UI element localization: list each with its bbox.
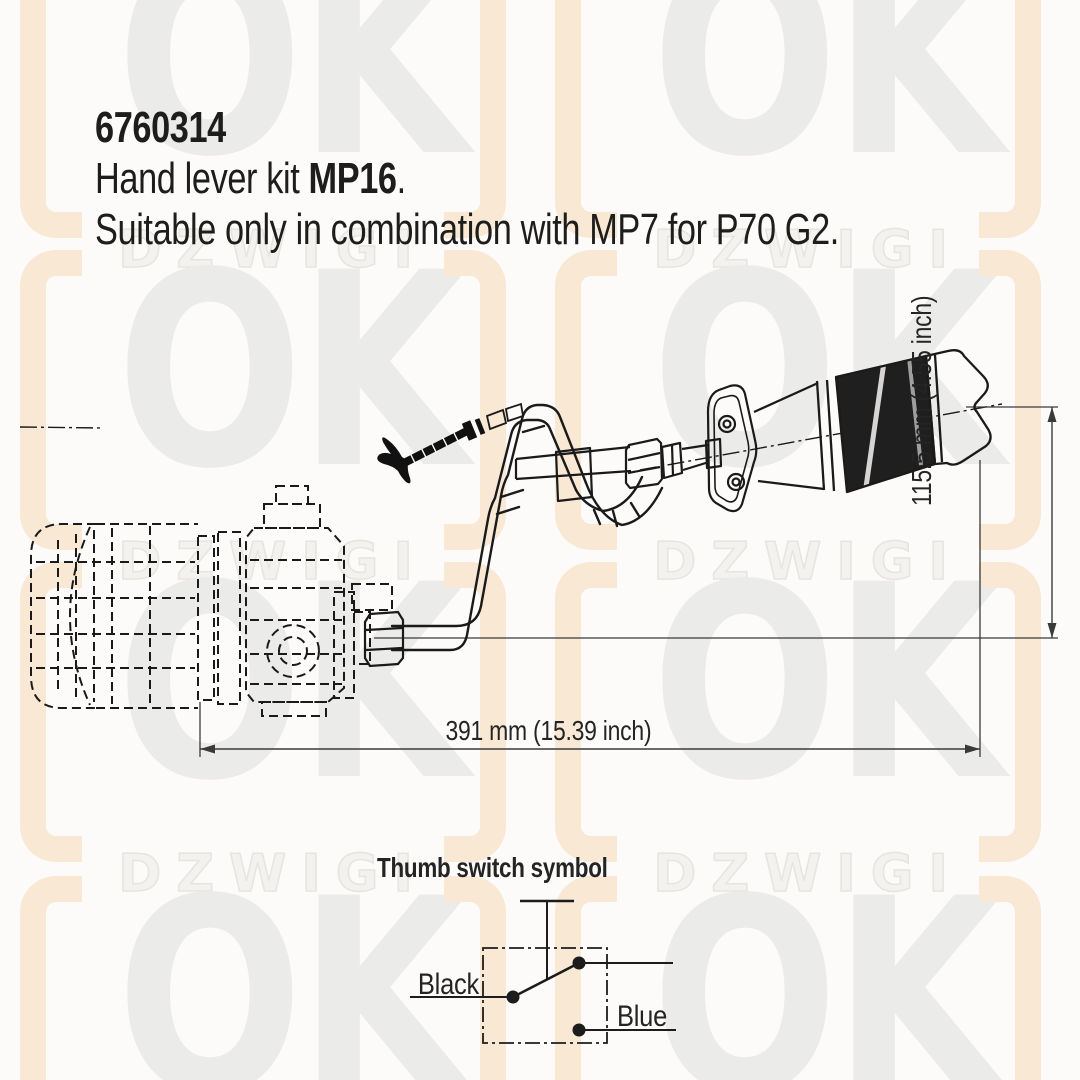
watermark-bracket-right-icon — [979, 0, 1041, 238]
handle-grip — [753, 349, 992, 494]
dimension-length-label: 391 mm (15.39 inch) — [445, 715, 652, 746]
watermark-tile: OK DZWIGI — [555, 848, 1045, 1080]
watermark-brand: OK — [651, 216, 1003, 528]
handle-pivot-plate — [706, 384, 758, 513]
watermark-bracket-right-icon — [979, 250, 1041, 550]
dimension-length — [200, 744, 980, 754]
lever-tube — [390, 403, 664, 652]
wire-label-black: Black — [417, 968, 479, 1001]
wire-label-blue: Blue — [617, 1000, 668, 1033]
watermark-brand: OK — [116, 842, 468, 1080]
switch-contact-bottom — [572, 1023, 586, 1037]
switch-contact-top — [572, 956, 586, 970]
watermark-tile: OK DZWIGI — [20, 848, 510, 1080]
pump-output-fitting — [363, 610, 405, 668]
dimension-height — [1047, 407, 1057, 638]
switch-diagram-title: Thumb switch symbol — [377, 852, 608, 883]
handle-knurl — [836, 356, 935, 492]
watermark-tile: OK DZWIGI — [20, 222, 510, 593]
pump-assembly — [30, 485, 393, 717]
thumb-lever — [377, 402, 525, 484]
watermark-subtext: DZWIGI — [652, 843, 963, 905]
watermark-brand: OK — [651, 842, 1003, 1080]
thumb-switch-schematic — [410, 899, 676, 1044]
product-title-prefix: Hand lever kit — [95, 154, 309, 203]
watermark-subtext: DZWIGI — [117, 219, 428, 281]
product-header: 6760314 Hand lever kit MP16. Suitable on… — [95, 102, 995, 255]
product-note: Suitable only in combination with MP7 fo… — [95, 205, 839, 254]
watermark-tile: OK DZWIGI — [555, 534, 1045, 905]
watermark-bracket-left-icon — [20, 250, 82, 550]
switch-contact-common — [506, 990, 520, 1004]
product-model: MP16 — [308, 154, 397, 203]
dimension-reference-lines — [199, 406, 1058, 757]
watermark-bracket-right-icon — [979, 562, 1041, 862]
lever-rod-assembly — [514, 437, 723, 503]
watermark-tile: OK DZWIGI — [20, 0, 510, 281]
watermark-tile: OK DZWIGI — [555, 0, 1045, 281]
watermark-bracket-left-icon — [555, 0, 617, 238]
watermark-bracket-left-icon — [20, 0, 82, 238]
part-number: 6760314 — [95, 103, 226, 152]
watermark-bracket-left-icon — [20, 876, 82, 1080]
thumb-lever-hook — [377, 437, 411, 484]
product-title: Hand lever kit MP16. — [95, 153, 797, 204]
watermark-subtext: DZWIGI — [117, 843, 428, 905]
watermark-bracket-right-icon — [444, 0, 506, 238]
watermark-subtext: DZWIGI — [652, 531, 963, 593]
watermark-brand: OK — [116, 216, 468, 528]
product-title-suffix: . — [396, 154, 407, 203]
watermark-tile: OK DZWIGI — [555, 222, 1045, 593]
watermark-brand: OK — [651, 528, 1003, 840]
watermark-brand: OK — [651, 0, 1003, 216]
watermark-subtext: DZWIGI — [652, 219, 963, 281]
dimension-height-label: 115.5 mm (4.55 inch) — [905, 295, 937, 506]
watermark-brand: OK — [116, 0, 468, 216]
